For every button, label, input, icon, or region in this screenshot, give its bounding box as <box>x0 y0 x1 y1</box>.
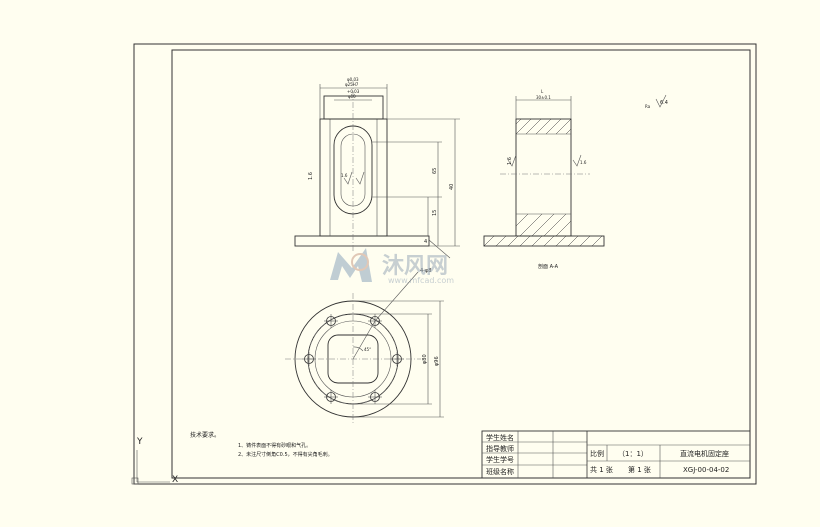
tech-req-title: 技术要求。 <box>190 431 220 439</box>
side-dim-right: 1.6 <box>580 160 587 165</box>
watermark-logo-text: 沐风网 <box>382 254 448 279</box>
tb-label-student-name: 学生姓名 <box>486 433 514 442</box>
front-view: φ0.03 φ25H7 +0.03 φ10 1.6 1.6 65 40 15 4… <box>294 77 460 274</box>
front-dim-top-2: φ25H7 <box>345 82 359 87</box>
front-dim-mid: 1.6 <box>341 173 348 178</box>
tb-sheets-total: 共 1 张 <box>590 465 613 474</box>
top-dim-angle: 45° <box>364 347 371 352</box>
side-section-label: 剖面 A-A <box>538 263 559 270</box>
tb-drawing-code: XGJ-00-04-02 <box>683 466 729 474</box>
front-dim-bottom-2: 4 <box>424 239 427 245</box>
tb-sheet-no: 第 1 张 <box>628 465 651 474</box>
tb-label-advisor: 指导教师 <box>486 444 514 453</box>
front-dim-left: 1.6 <box>308 172 314 180</box>
tb-scale-label: 比例 <box>590 449 604 458</box>
front-dim-leader: 4-φ8 <box>420 268 431 274</box>
top-dim-right-2: φ96 <box>434 356 440 366</box>
ucs-y-label: Y <box>136 437 143 447</box>
tech-req-item-2: 2、未注尺寸倒角C0.5，不得有尖角毛刺。 <box>238 451 333 458</box>
roughness-note-value: 6.4 <box>660 100 668 106</box>
ucs-icon: Y X <box>131 437 178 485</box>
tb-label-student-id: 学生学号 <box>486 455 514 464</box>
front-dim-top-1: φ0.03 <box>347 77 359 82</box>
front-dim-right-2: 40 <box>449 184 455 190</box>
front-dim-right-1: 65 <box>432 168 438 174</box>
side-dim-top-2: 30±0.1 <box>536 95 551 100</box>
bolt-holes <box>302 314 404 404</box>
side-dim-left: 1.6 <box>507 157 513 165</box>
front-dim-slot-1: +0.03 <box>347 89 360 94</box>
tb-scale-value: （1：1） <box>618 450 648 458</box>
ucs-x-label: X <box>172 475 178 485</box>
side-dim-top-1: L <box>541 89 544 94</box>
front-dim-bottom-1: 15 <box>432 210 438 216</box>
tech-req-item-1: 1、铸件表面不得有砂眼和气孔。 <box>238 442 311 449</box>
inner-frame <box>171 49 751 479</box>
watermark-logo-icon <box>330 248 372 282</box>
tb-drawing-name: 直流电机固定座 <box>680 449 729 458</box>
watermark-url: www.mfcad.com <box>388 276 454 285</box>
outer-frame <box>133 43 757 485</box>
tb-label-class: 班级名称 <box>486 467 514 476</box>
top-dim-right-1: φ80 <box>422 354 428 364</box>
top-view: 45° φ80 φ96 <box>285 271 444 425</box>
title-block: 学生姓名 指导教师 学生学号 班级名称 比例 （1：1） 直流电机固定座 共 1… <box>481 430 751 479</box>
front-dim-slot-2: φ10 <box>348 94 356 99</box>
hatch-bottom <box>483 213 603 247</box>
watermark: 沐风网 www.mfcad.com <box>330 248 454 285</box>
roughness-note-label: Ra <box>645 104 651 109</box>
technical-requirements: 技术要求。 1、铸件表面不得有砂眼和气孔。 2、未注尺寸倒角C0.5，不得有尖角… <box>190 431 333 458</box>
roughness-note: Ra 6.4 <box>645 94 668 109</box>
hatch-top <box>515 118 572 135</box>
side-section-view: L 30±0.1 1.6 1.6 剖面 A-A <box>483 89 605 270</box>
